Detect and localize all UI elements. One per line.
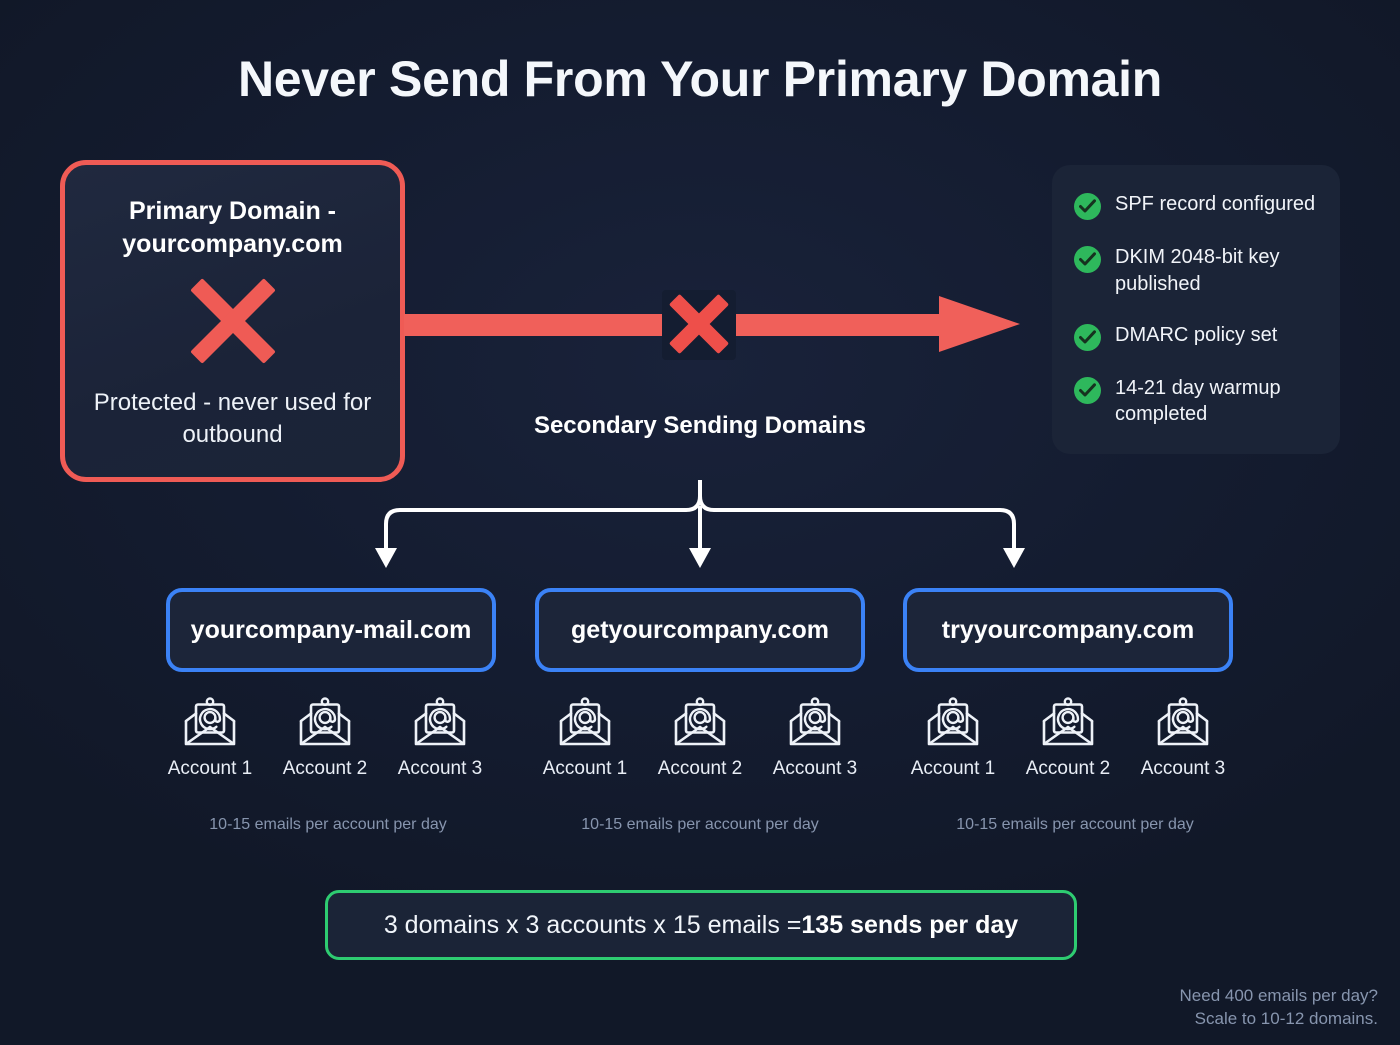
primary-domain-card: Primary Domain - yourcompany.com Protect… (60, 160, 405, 482)
email-at-envelope-icon (785, 694, 845, 750)
email-at-envelope-icon (1153, 694, 1213, 750)
branch-connector (360, 480, 1040, 570)
total-sends-box: 3 domains x 3 accounts x 15 emails = 135… (325, 890, 1077, 960)
account-group-3: Account 1 Account 2 (903, 694, 1233, 780)
page-title: Never Send From Your Primary Domain (237, 51, 1163, 107)
checklist-item: SPF record configured (1074, 191, 1320, 220)
account-label: Account 1 (167, 758, 253, 779)
account-label: Account 3 (1140, 758, 1226, 779)
email-at-envelope-icon (295, 694, 355, 750)
big-x-icon (188, 276, 278, 366)
account-group-2: Account 1 Account 2 (535, 694, 865, 780)
check-circle-icon (1074, 193, 1101, 220)
checklist-item: DMARC policy set (1074, 322, 1320, 351)
scale-note: Need 400 emails per day? Scale to 10-12 … (1180, 985, 1378, 1031)
account-item: Account 2 (1018, 694, 1118, 780)
check-circle-icon (1074, 376, 1101, 404)
checklist-item-label: SPF record configured (1115, 193, 1316, 215)
checklist-item-label: DKIM 2048-bit key published (1115, 246, 1280, 295)
account-item: Account 3 (1133, 694, 1233, 780)
dns-checklist-panel: SPF record configured DKIM 2048-bit key … (1052, 165, 1340, 455)
email-at-envelope-icon (1038, 694, 1098, 750)
account-item: Account 2 (275, 694, 375, 780)
account-label: Account 3 (772, 758, 858, 779)
account-label: Account 2 (657, 758, 743, 779)
domain-name-label: getyourcompany.com (571, 615, 829, 644)
account-label: Account 1 (542, 758, 628, 779)
domain-box-1[interactable]: yourcompany-mail.com (166, 588, 496, 672)
scale-note-line2: Scale to 10-12 domains. (1194, 1009, 1378, 1029)
primary-domain-subtitle: Protected - never used for outbound (93, 388, 372, 448)
arrow-head (939, 296, 1020, 352)
scale-note-line1: Need 400 emails per day? (1179, 986, 1378, 1006)
checklist-item: DKIM 2048-bit key published (1074, 244, 1320, 298)
rate-note-1: 10-15 emails per account per day (209, 816, 447, 833)
total-result-label: 135 sends per day (801, 910, 1019, 939)
blocked-arrow-icon (404, 290, 1020, 360)
domain-name-label: tryyourcompany.com (941, 615, 1195, 644)
domain-box-2[interactable]: getyourcompany.com (535, 588, 865, 672)
account-item: Account 2 (650, 694, 750, 780)
email-at-envelope-icon (180, 694, 240, 750)
account-label: Account 3 (397, 758, 483, 779)
account-item: Account 1 (903, 694, 1003, 780)
account-item: Account 1 (535, 694, 635, 780)
checklist-item-label: DMARC policy set (1115, 323, 1278, 346)
account-item: Account 1 (160, 694, 260, 780)
email-at-envelope-icon (410, 694, 470, 750)
account-label: Account 2 (1025, 758, 1111, 779)
total-formula-label: 3 domains x 3 accounts x 15 emails = (383, 910, 802, 939)
arrow-block-x-icon (667, 292, 731, 356)
account-item: Account 3 (765, 694, 865, 780)
domain-name-label: yourcompany-mail.com (190, 615, 472, 644)
email-at-envelope-icon (670, 694, 730, 750)
email-at-envelope-icon (923, 694, 983, 750)
check-circle-icon (1074, 323, 1101, 351)
account-label: Account 1 (910, 758, 996, 779)
account-group-1: Account 1 Account 2 (160, 694, 490, 780)
checklist-item-label: 14-21 day warmup completed (1115, 376, 1281, 426)
rate-note-3: 10-15 emails per account per day (956, 816, 1194, 833)
account-label: Account 2 (282, 758, 368, 779)
domain-box-3[interactable]: tryyourcompany.com (903, 588, 1233, 672)
checklist-item: 14-21 day warmup completed (1074, 375, 1320, 429)
primary-domain-title: Primary Domain - yourcompany.com (122, 197, 343, 258)
check-circle-icon (1074, 246, 1101, 273)
rate-note-2: 10-15 emails per account per day (581, 816, 819, 833)
account-item: Account 3 (390, 694, 490, 780)
email-at-envelope-icon (555, 694, 615, 750)
secondary-domains-label: Secondary Sending Domains (533, 412, 867, 439)
